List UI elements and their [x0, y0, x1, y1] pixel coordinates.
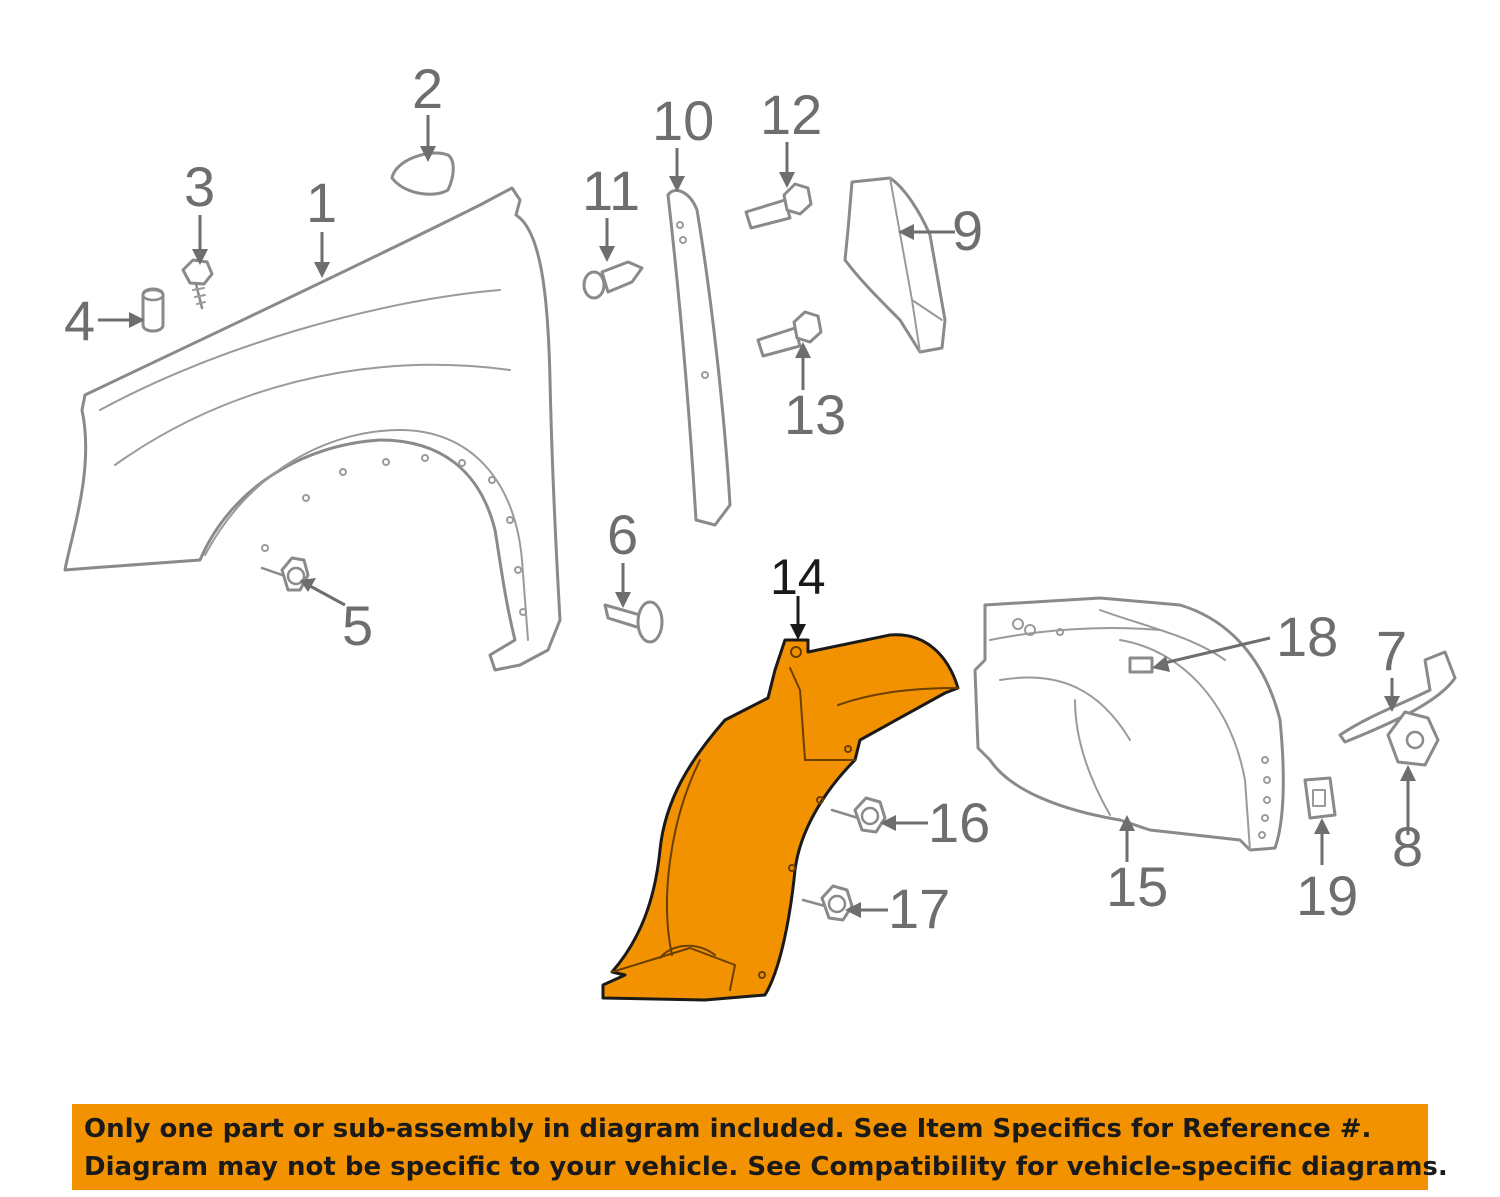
part-3-screw	[181, 258, 214, 310]
callout-15: 15	[1106, 855, 1168, 918]
part-6-pin	[603, 600, 664, 644]
part-19-clip-nut	[1303, 776, 1337, 820]
callout-8: 8	[1392, 815, 1423, 878]
callout-6: 6	[607, 503, 638, 566]
disclaimer-line-1: Only one part or sub-assembly in diagram…	[84, 1114, 1372, 1144]
part-11-clip	[582, 260, 644, 300]
part-4-bushing	[141, 287, 165, 333]
disclaimer-line-2: Diagram may not be specific to your vehi…	[84, 1152, 1448, 1182]
part-7-bracket	[1338, 650, 1457, 744]
callout-18: 18	[1276, 605, 1338, 668]
callout-4: 4	[64, 289, 95, 352]
part-9-insulator	[843, 176, 947, 354]
part-14-liner-highlighted	[601, 633, 960, 1002]
callout-11: 11	[582, 159, 640, 222]
callout-3: 3	[184, 155, 215, 218]
part-13-bolt	[756, 310, 823, 358]
leader-arrowhead-14	[790, 624, 806, 640]
part-2-cap	[390, 151, 455, 196]
part-10-seal	[666, 189, 732, 527]
callout-19: 19	[1296, 864, 1358, 927]
leader-lines	[98, 115, 1410, 912]
part-1-fender	[63, 186, 562, 672]
callout-10: 10	[652, 89, 714, 152]
disclaimer-banner: Only one part or sub-assembly in diagram…	[72, 1104, 1448, 1190]
part-17-bolt	[801, 884, 854, 922]
callout-13: 13	[784, 383, 846, 446]
part-16-bolt	[830, 796, 887, 834]
callout-labels: 1 2 3 4 5 6 7 8 9 10 11 12 13 14 15 16 1…	[64, 57, 1423, 940]
callout-12: 12	[760, 83, 822, 146]
callout-1: 1	[306, 171, 337, 234]
part-18-retainer	[1128, 656, 1154, 674]
part-8-nut	[1386, 710, 1440, 767]
part-12-bolt	[744, 182, 813, 230]
callout-2: 2	[412, 57, 443, 120]
part-15-inner-panel	[973, 596, 1285, 852]
callout-16: 16	[928, 791, 990, 854]
callout-14: 14	[770, 549, 826, 605]
callout-7: 7	[1376, 619, 1407, 682]
callout-9: 9	[952, 199, 983, 262]
leader-arrowheads	[129, 146, 1416, 918]
callout-5: 5	[342, 594, 373, 657]
part-5-bolt	[260, 556, 310, 592]
parts-diagram: 1 2 3 4 5 6 7 8 9 10 11 12 13 14 15 16 1…	[63, 57, 1457, 1002]
callout-17: 17	[888, 877, 950, 940]
